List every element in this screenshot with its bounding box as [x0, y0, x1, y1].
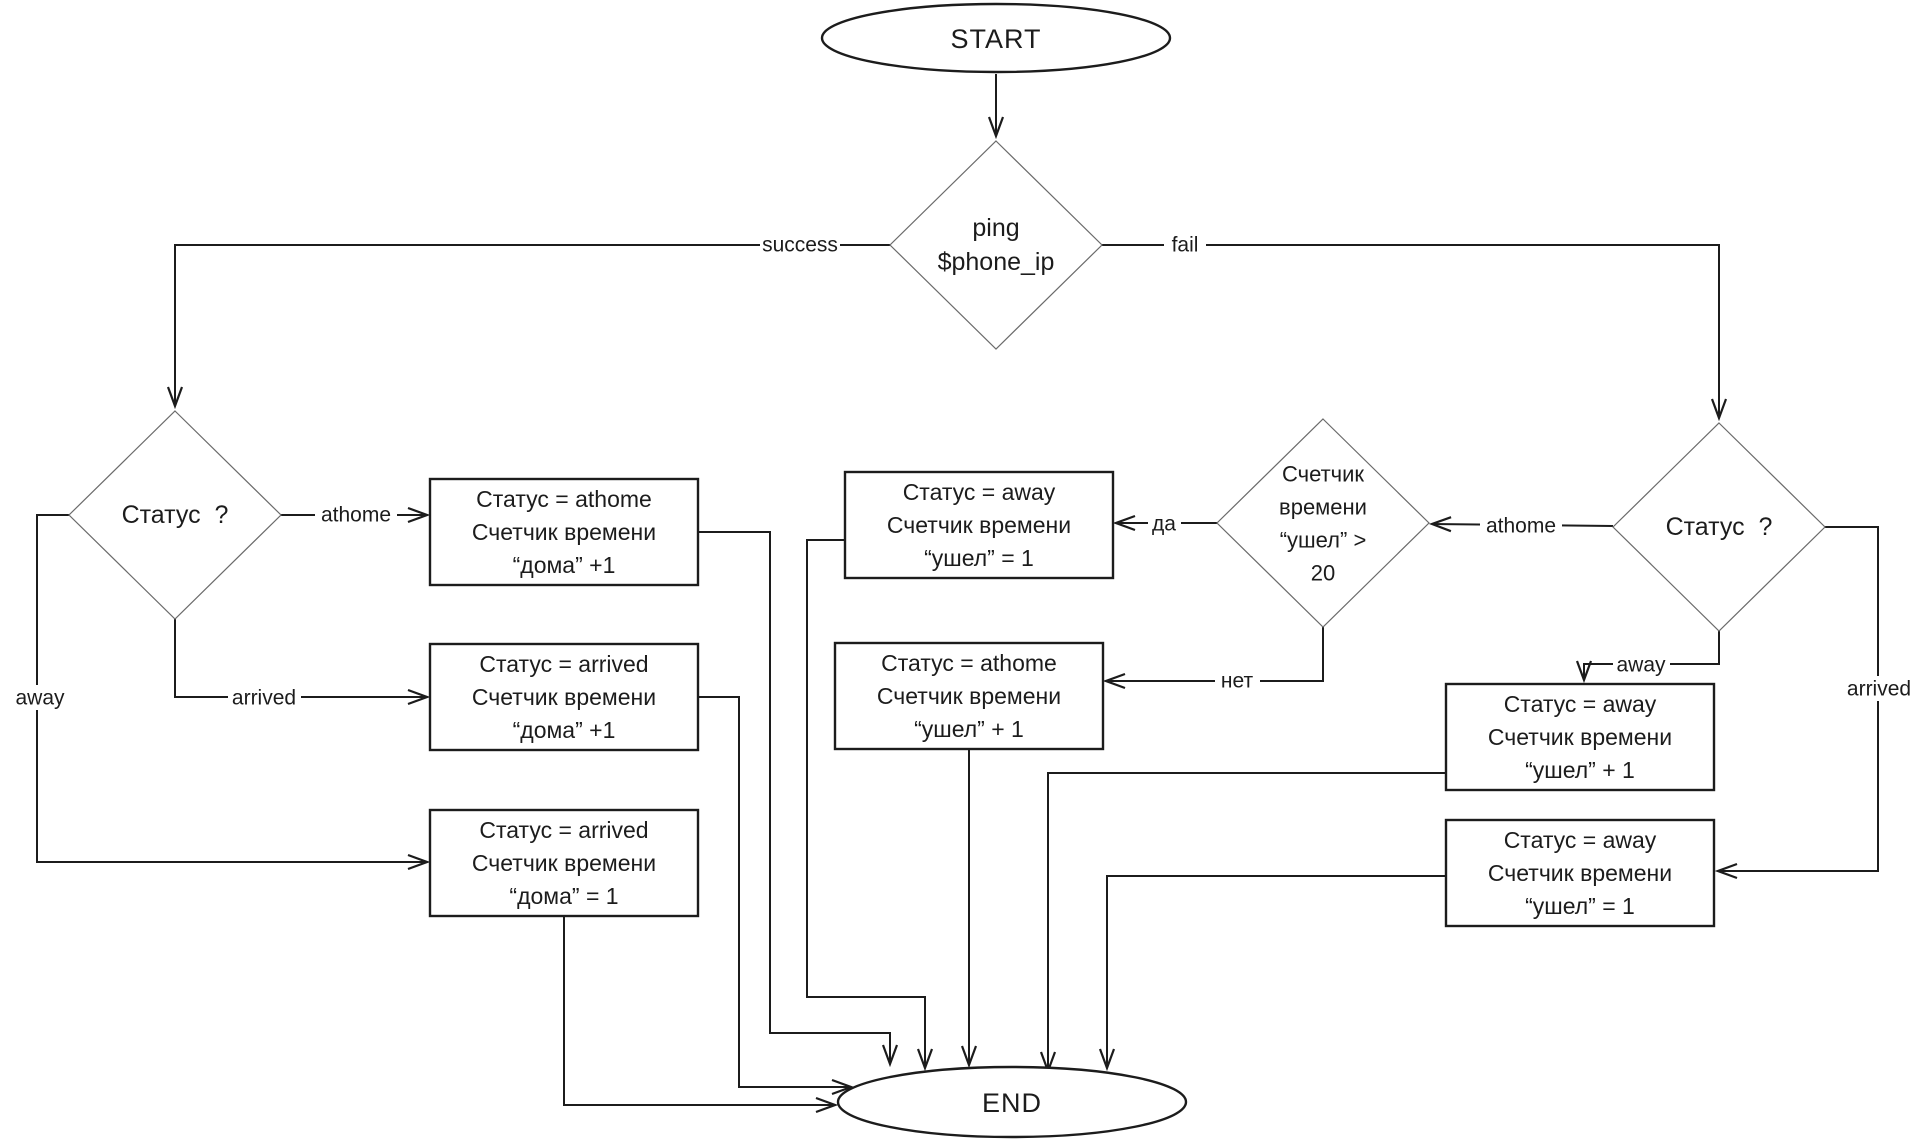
box-away-gone-set-mid-line3: “ушел” = 1 — [924, 545, 1034, 571]
label-bg-athome-right — [1480, 513, 1562, 538]
edge-box-athome-home-inc-to-end — [698, 531, 890, 1064]
box-arrived-home-set — [428, 808, 700, 918]
box-athome-home-inc-line1: Статус = athome — [476, 486, 652, 512]
start-node — [820, 2, 1172, 74]
edge-box-away-gone-set-right-to-end — [1107, 875, 1446, 1068]
end-label: END — [982, 1088, 1042, 1118]
counter-label-line3: “ушел” > — [1280, 528, 1367, 553]
label-athome-right: athome — [1486, 515, 1556, 538]
box-arrived-home-set-line2: Счетчик времени — [472, 850, 656, 876]
box-away-gone-set-right-line3: “ушел” = 1 — [1525, 893, 1635, 919]
status-left-diamond — [68, 410, 282, 620]
label-arrived-right: arrived — [1847, 678, 1911, 701]
box-away-gone-inc — [1444, 682, 1716, 792]
box-athome-gone-inc-line2: Счетчик времени — [877, 683, 1061, 709]
box-away-gone-inc-line2: Счетчик времени — [1488, 724, 1672, 750]
box-away-gone-set-right-line2: Счетчик времени — [1488, 860, 1672, 886]
box-arrived-home-inc-line1: Статус = arrived — [479, 651, 648, 677]
edge-box-arrived-home-inc-to-end — [698, 696, 851, 1087]
counter-label-line1: Счетчик — [1282, 462, 1364, 487]
label-fail: fail — [1172, 234, 1199, 257]
label-bg-away-left — [12, 685, 69, 710]
label-bg-no — [1215, 668, 1260, 693]
box-athome-gone-inc-line1: Статус = athome — [881, 650, 1057, 676]
box-athome-home-inc — [428, 477, 700, 587]
box-athome-gone-inc-line3: “ушел” + 1 — [914, 716, 1024, 742]
ping-decision-diamond — [889, 140, 1103, 350]
box-away-gone-set-mid-line1: Статус = away — [903, 479, 1056, 505]
label-bg-athome-left — [315, 503, 397, 528]
label-bg-success — [760, 233, 840, 258]
box-arrived-home-inc — [428, 642, 700, 752]
box-arrived-home-inc-line2: Счетчик времени — [472, 684, 656, 710]
status-left-label: Статус ? — [122, 501, 229, 529]
label-bg-yes — [1148, 511, 1181, 536]
box-arrived-home-set-line1: Статус = arrived — [479, 817, 648, 843]
label-success: success — [762, 234, 838, 257]
ping-label-line1: ping — [972, 214, 1019, 242]
counter-label-line4: 20 — [1311, 561, 1335, 586]
label-arrived-left: arrived — [232, 687, 296, 710]
edge-box-away-gone-set-mid-to-end — [806, 539, 925, 1068]
box-athome-gone-inc — [833, 641, 1105, 751]
edge-counter-no — [1106, 627, 1324, 681]
label-yes: да — [1152, 513, 1176, 536]
label-no: нет — [1221, 670, 1254, 693]
box-away-gone-set-right-line1: Статус = away — [1504, 827, 1657, 853]
box-athome-home-inc-line3: “дома” +1 — [513, 552, 616, 578]
box-arrived-home-inc-line3: “дома” +1 — [513, 717, 616, 743]
label-athome-left: athome — [321, 504, 391, 527]
box-away-gone-set-mid-line2: Счетчик времени — [887, 512, 1071, 538]
box-away-gone-set-right — [1444, 818, 1716, 928]
ping-label-line2: $phone_ip — [938, 248, 1055, 276]
start-label: START — [950, 24, 1041, 54]
counter-label-line2: времени — [1279, 495, 1367, 520]
label-bg-arrived-right — [1843, 676, 1916, 701]
edge-box-away-gone-inc-to-end — [1048, 772, 1446, 1071]
box-athome-home-inc-line2: Счетчик времени — [472, 519, 656, 545]
box-away-gone-set-mid — [843, 470, 1115, 580]
edge-box-arrived-home-set-to-end — [563, 916, 835, 1105]
box-arrived-home-set-line3: “дома” = 1 — [509, 883, 618, 909]
label-away-left: away — [15, 687, 65, 710]
label-bg-away-right — [1613, 652, 1670, 677]
label-away-right: away — [1616, 654, 1666, 677]
label-bg-fail — [1164, 233, 1206, 258]
edge-ping-fail — [1102, 244, 1719, 418]
box-away-gone-inc-line3: “ушел” + 1 — [1525, 757, 1635, 783]
status-right-diamond — [1612, 422, 1826, 632]
edge-status-left-arrived — [174, 619, 427, 697]
status-right-label: Статус ? — [1666, 513, 1773, 541]
counter-decision-diamond — [1216, 418, 1430, 628]
edge-ping-success — [175, 244, 890, 406]
label-bg-arrived-left — [228, 685, 301, 710]
end-node — [836, 1065, 1188, 1139]
box-away-gone-inc-line1: Статус = away — [1504, 691, 1657, 717]
